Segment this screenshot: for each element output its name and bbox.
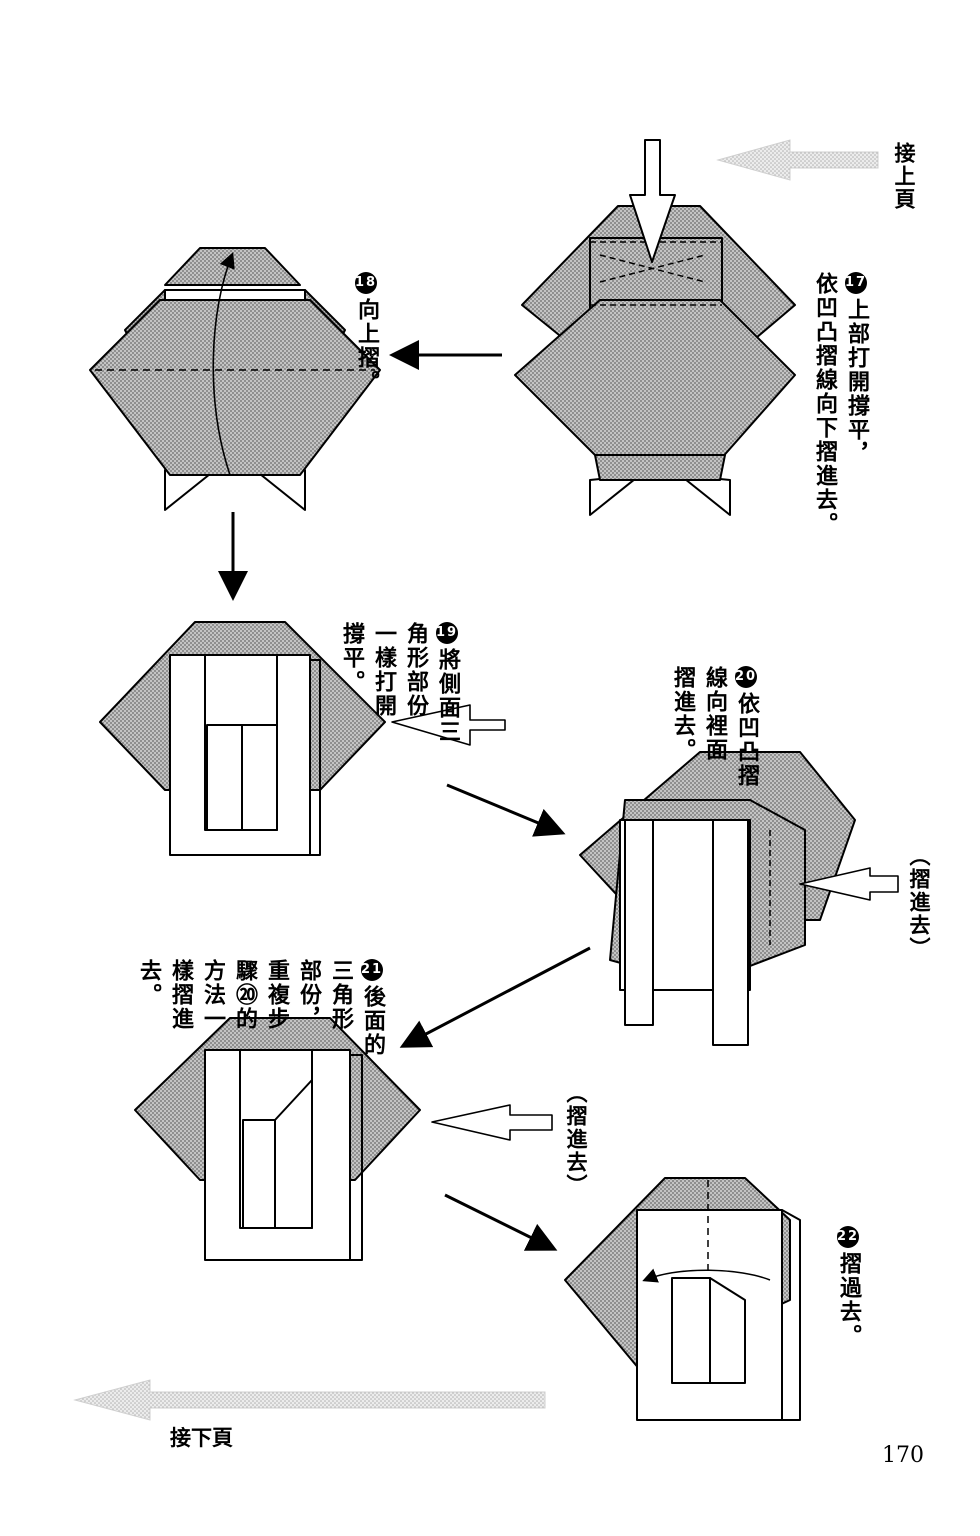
step-21-line-8: 去。 bbox=[136, 959, 161, 1007]
step-21-figure bbox=[134, 1017, 553, 1261]
step-21-number: 21 bbox=[361, 959, 383, 981]
step-20-line-2: 線向裡面 bbox=[702, 666, 727, 762]
continue-from-arrow bbox=[716, 139, 879, 181]
arrow-20-to-21 bbox=[399, 946, 591, 1048]
step-19-line-4: 撐平。 bbox=[339, 622, 364, 694]
step-20-line-3: 摺進去。 bbox=[670, 666, 695, 762]
step-22-number: 22 bbox=[837, 1226, 859, 1248]
step-19-line-3: 一樣打開 bbox=[371, 622, 396, 718]
step-17-line-2: 依凹凸摺線向下摺進去。 bbox=[812, 272, 837, 536]
step-21-caption: 21 後面的 三角形 部份， 重複步 驟⑳的 方法一 樣摺進 去。 bbox=[132, 905, 420, 1057]
step-20-caption: 20 依凹凸摺 線向裡面 摺進去。 bbox=[666, 612, 794, 788]
continue-to-label: 接下頁 bbox=[170, 1426, 233, 1450]
step-19-line-1: 將側面三 bbox=[435, 648, 460, 744]
arrow-21-to-22 bbox=[444, 1193, 558, 1251]
step-20-figure bbox=[579, 751, 899, 1046]
step-21-line-3: 部份， bbox=[296, 959, 321, 1031]
step-18-number: 18 bbox=[355, 272, 377, 294]
step-19-number: 19 bbox=[436, 622, 458, 644]
step-21-line-6: 方法一 bbox=[200, 959, 225, 1031]
continue-to-arrow bbox=[73, 1379, 546, 1421]
step-22-figure bbox=[564, 1177, 801, 1421]
page-number: 170 bbox=[882, 1443, 924, 1468]
step-17-caption: 17 上部打開撐平， 依凹凸摺線向下摺進去。 bbox=[808, 218, 904, 536]
side-note-2: （摺進去） bbox=[564, 1082, 588, 1197]
step-20-line-1: 依凹凸摺 bbox=[734, 692, 759, 788]
step-21-line-5: 驟⑳的 bbox=[232, 959, 257, 1031]
step-20-number: 20 bbox=[735, 666, 757, 688]
step-22-caption: 22 摺過去。 bbox=[832, 1172, 896, 1348]
step-21-line-4: 重複步 bbox=[264, 959, 289, 1031]
step-21-line-2: 三角形 bbox=[328, 959, 353, 1031]
step-18-caption: 18 向上摺。 bbox=[350, 218, 414, 394]
step-21-line-7: 樣摺進 bbox=[168, 959, 193, 1031]
step-19-line-2: 角形部份 bbox=[403, 622, 428, 718]
arrow-19-to-20 bbox=[446, 783, 566, 837]
step-17-number: 17 bbox=[845, 272, 867, 294]
step-18-figure bbox=[89, 247, 381, 511]
step-19-caption: 19 將側面三 角形部份 一樣打開 撐平。 bbox=[335, 568, 495, 744]
step-22-line-1: 摺過去。 bbox=[836, 1252, 861, 1348]
step-17-figure bbox=[514, 139, 796, 516]
step-17-line-1: 上部打開撐平， bbox=[844, 298, 869, 466]
step-21-line-1: 後面的 bbox=[360, 985, 385, 1057]
side-note-1: （摺進去） bbox=[907, 845, 931, 960]
step-19-figure bbox=[99, 621, 506, 856]
step-18-line-1: 向上摺。 bbox=[354, 298, 379, 394]
continue-from-label: 接上頁 bbox=[892, 142, 916, 211]
